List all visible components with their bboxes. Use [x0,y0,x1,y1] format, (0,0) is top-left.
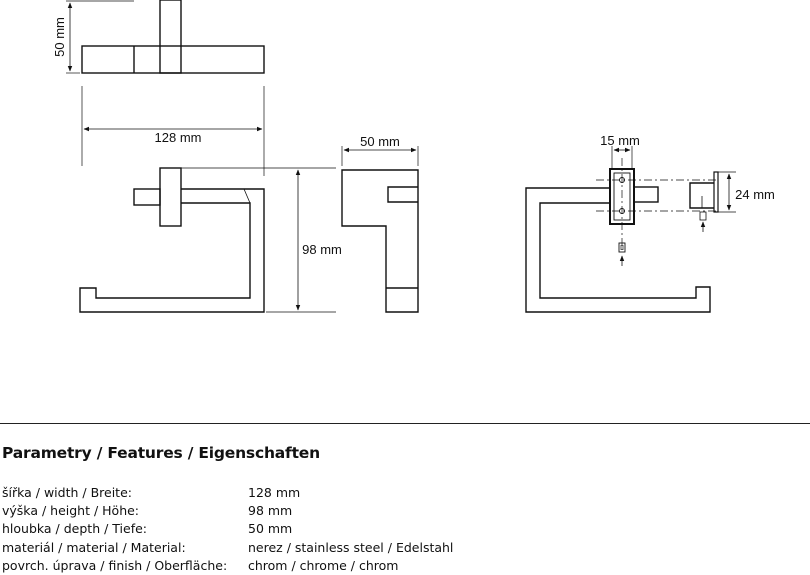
side-depth-dimension: 50 mm [360,134,400,149]
spec-row-finish: povrch. úprava / finish / Oberfläche: ch… [2,557,453,575]
plate-height-dimension: 24 mm [735,187,775,202]
spec-label: výška / height / Höhe: [2,503,140,519]
spec-label: šířka / width / Breite: [2,484,132,500]
spec-label: povrch. úprava / finish / Oberfläche: [2,558,228,574]
technical-drawing: 50 mm 128 mm 98 mm 50 mm [52,0,775,313]
spec-row-width: šířka / width / Breite: 128 mm [2,483,453,501]
top-height-dimension: 50 mm [52,17,67,57]
top-view [66,0,265,74]
front-view [79,86,336,313]
front-height-dimension: 98 mm [302,242,342,257]
spec-row-height: výška / height / Höhe: 98 mm [2,501,453,519]
spec-label: materiál / material / Material: [2,539,186,555]
mount-view [525,146,736,313]
spec-value: 98 mm [248,503,293,519]
bracket-width-dimension: 15 mm [600,133,640,148]
spec-row-material: materiál / material / Material: nerez / … [2,538,453,556]
section-divider [0,423,810,424]
spec-label: hloubka / depth / Tiefe: [2,521,147,537]
front-width-dimension: 128 mm [155,130,202,145]
side-view [341,146,419,313]
spec-value: 128 mm [248,484,301,500]
spec-value: nerez / stainless steel / Edelstahl [248,539,454,555]
spec-row-depth: hloubka / depth / Tiefe: 50 mm [2,520,453,538]
spec-title: Parametry / Features / Eigenschaften [2,444,320,462]
spec-value: 50 mm [248,521,293,537]
spec-value: chrom / chrome / chrom [248,558,399,574]
spec-table: šířka / width / Breite: 128 mm výška / h… [2,483,453,575]
